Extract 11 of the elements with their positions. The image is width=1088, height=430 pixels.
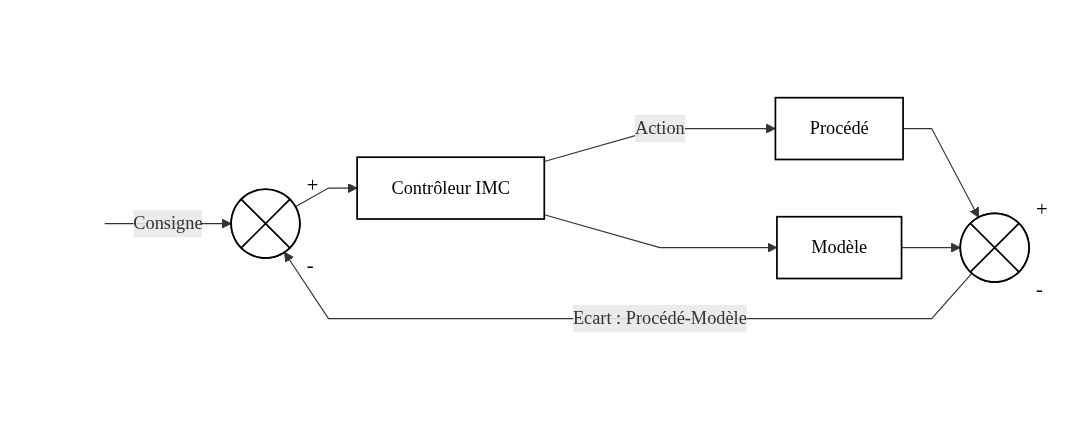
edge-label: Action — [634, 118, 685, 138]
arrow — [294, 183, 358, 208]
edge-label: Consigne — [133, 213, 203, 233]
node-box: Procédé — [774, 96, 904, 161]
node-box: Contrôleur IMC — [356, 156, 546, 220]
node-box: Modèle — [776, 215, 903, 280]
sign-label: - — [1035, 277, 1043, 300]
sign-label: + — [1035, 197, 1048, 220]
sign-label: + — [306, 173, 319, 196]
edge-label: Ecart : Procédé-Modèle — [572, 308, 747, 328]
sign-label: - — [306, 253, 314, 276]
